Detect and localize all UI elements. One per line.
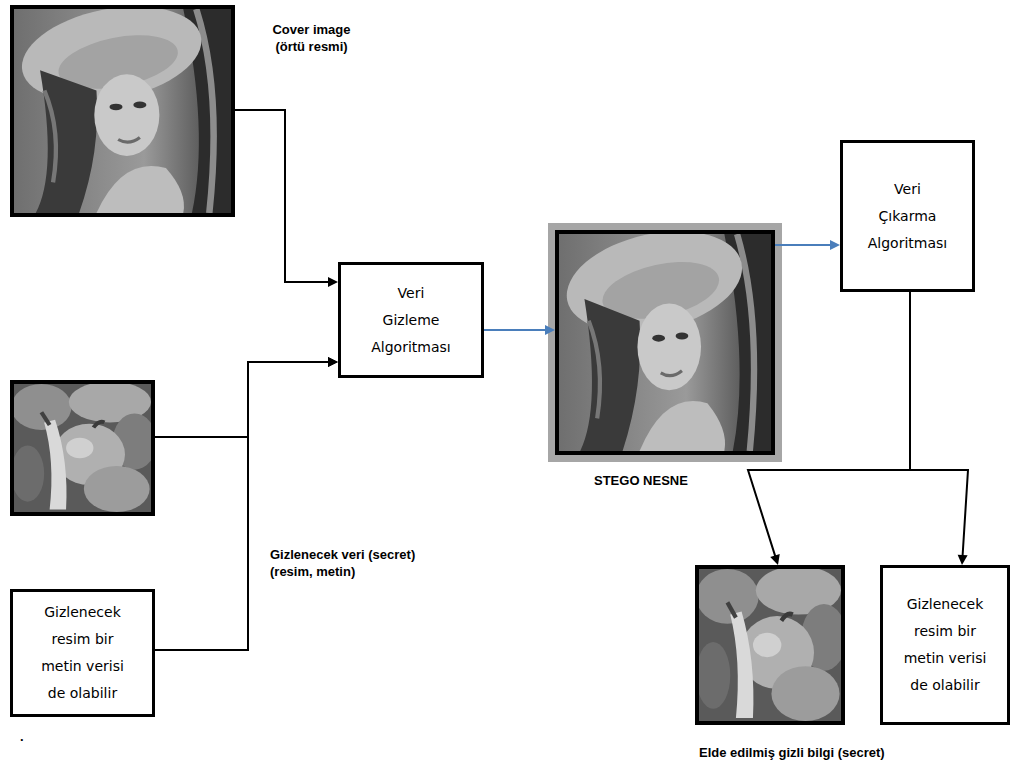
algorithm-box: Veri Çıkarma Algoritması [840,140,975,292]
connector-line [910,292,968,556]
connector-line [775,244,831,246]
flow-arrow [155,357,338,437]
secret-picture [11,381,156,512]
arrow-head [328,357,338,367]
arrow-head [545,325,555,335]
flow-arrow [155,357,338,650]
connector-line [235,110,329,282]
connector-line [155,362,329,650]
image-caption: Elde edilmiş gizli bilgi (secret) [699,744,939,761]
arrow-head [328,277,338,287]
extracted-image: Elde edilmiş gizli bilgi (secret) [695,565,845,725]
arrow-head [770,554,780,565]
arrow-head [328,357,338,367]
secret-label: Gizlenecek veri (secret) (resim, metin) [270,546,435,580]
stego-image: STEGO NESNE [555,230,775,455]
secret-image [10,380,155,516]
algorithm-box: Veri Gizleme Algoritması [338,262,484,378]
flow-arrow [484,325,555,335]
text-box: Gizlenecek resim bir metin verisi de ola… [10,589,155,717]
image-caption: STEGO NESNE [594,472,734,489]
box-text: Gizlenecek resim bir metin verisi de ola… [35,599,130,707]
flow-arrow [235,110,338,287]
cover-image: Cover image (örtü resmi) [10,5,235,217]
stego-picture [558,216,771,451]
cover-picture [13,0,231,213]
flow-arrow [910,292,968,565]
flow-arrow [775,240,840,250]
text-box: Gizlenecek resim bir metin verisi de ola… [880,565,1010,725]
arrow-head [958,555,968,565]
connector-line [155,362,329,437]
box-text: Gizlenecek resim bir metin verisi de ola… [898,591,993,699]
box-text: Veri Çıkarma Algoritması [868,176,947,257]
connector-line [484,329,546,331]
extracted-picture [696,566,847,721]
arrow-head [830,240,840,250]
image-caption: Cover image (örtü resmi) [264,21,359,55]
stray-mark: . [20,728,40,745]
box-text: Veri Gizleme Algoritması [371,280,450,361]
